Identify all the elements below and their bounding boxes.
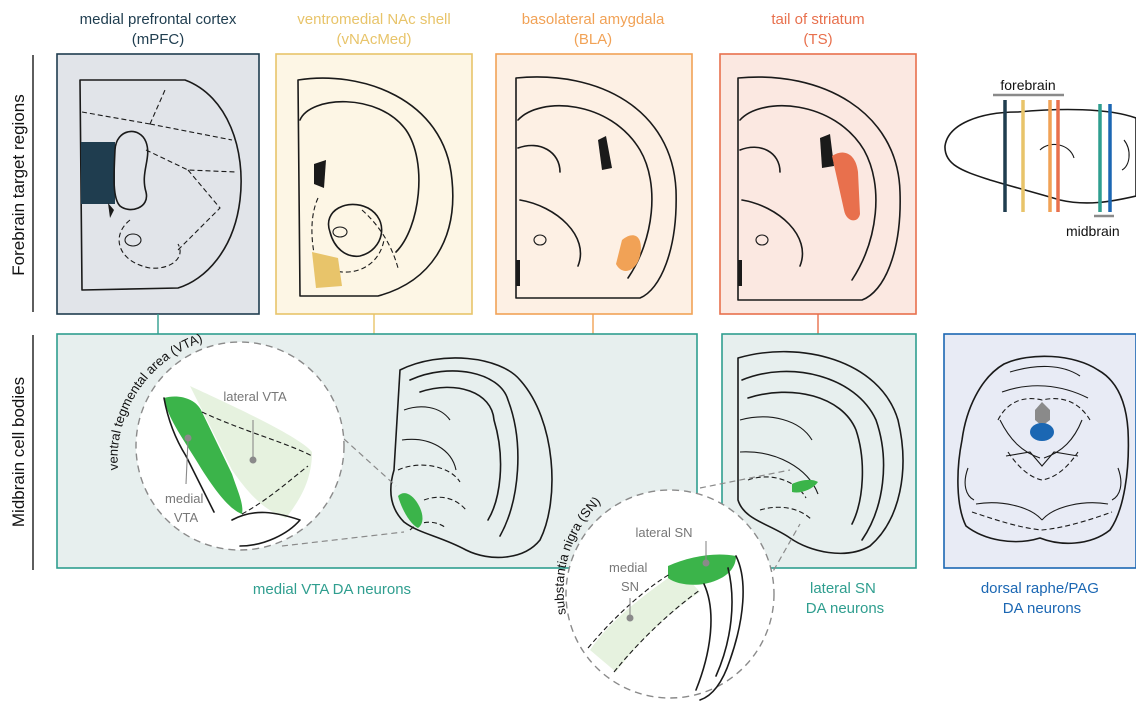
- raphe-caption: dorsal raphe/PAG DA neurons: [981, 580, 1103, 617]
- vnac-abbr: (vNAcMed): [336, 31, 411, 48]
- ts-panel: [720, 54, 916, 314]
- ts-title: tail of striatum: [771, 11, 864, 28]
- midbrain-row-label: Midbrain cell bodies: [9, 377, 28, 527]
- lateral-vta-label: lateral VTA: [223, 389, 287, 404]
- ts-abbr: (TS): [803, 31, 832, 48]
- vnac-title: ventromedial NAc shell: [297, 11, 450, 28]
- bla-abbr: (BLA): [574, 31, 612, 48]
- sagittal-midbrain-label: midbrain: [1066, 223, 1120, 239]
- sagittal-brain-outline: [945, 110, 1136, 203]
- forebrain-row-label: Forebrain target regions: [9, 94, 28, 275]
- bla-title: basolateral amygdala: [522, 11, 665, 28]
- lateral-sn-label: lateral SN: [635, 525, 692, 540]
- sagittal-forebrain-label: forebrain: [1000, 77, 1055, 93]
- sagittal-brain-schematic: forebrain midbrain: [945, 77, 1136, 239]
- vnac-panel: [276, 54, 472, 314]
- raphe-panel: dorsal raphe/PAG DA neurons: [944, 334, 1136, 617]
- vta-caption: medial VTA DA neurons: [253, 581, 411, 598]
- raphe-target-region: [1030, 423, 1054, 441]
- sn-caption: lateral SN DA neurons: [806, 580, 884, 617]
- bla-panel: [496, 54, 692, 314]
- mpfc-target-region: [81, 142, 115, 204]
- mpfc-title: medial prefrontal cortex: [80, 11, 237, 28]
- mpfc-abbr: (mPFC): [132, 31, 185, 48]
- mpfc-panel: [57, 54, 259, 314]
